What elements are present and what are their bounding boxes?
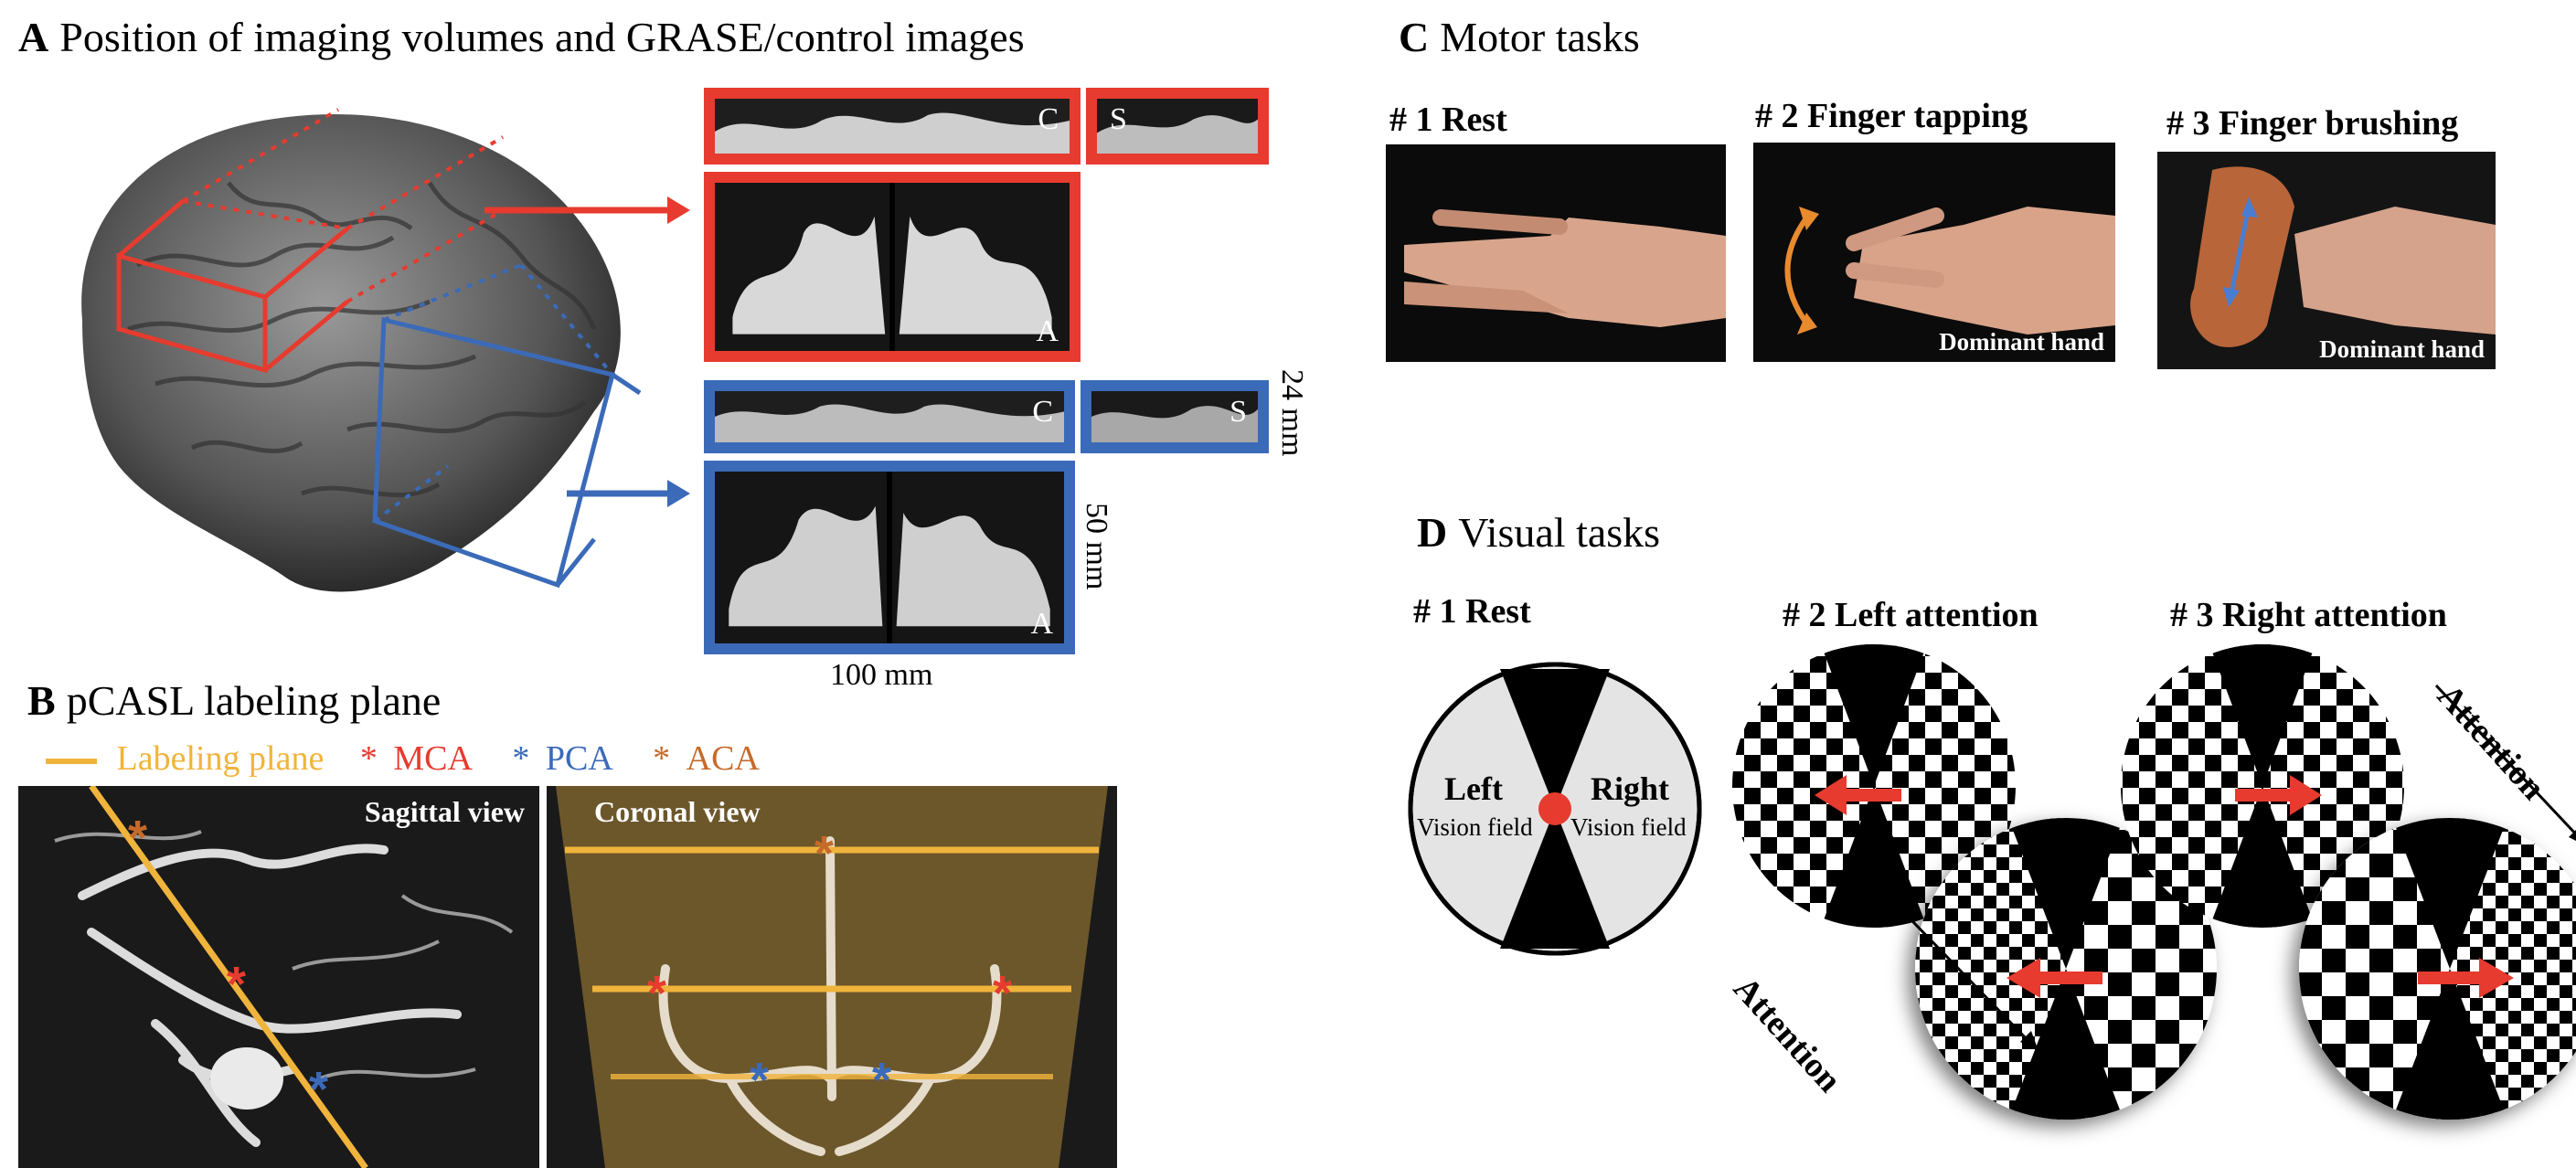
rest-left-label: Left: [1444, 770, 1503, 807]
panel-a-letter: A: [18, 14, 49, 60]
slice-letter-a-blue: A: [1030, 607, 1053, 641]
legend-aca-star: *: [653, 739, 671, 778]
panel-a-arrows: [484, 196, 690, 507]
legend-plane-swatch: [46, 759, 97, 765]
angio-sagittal: * * * Sagittal view: [18, 786, 539, 1168]
mri-blue-axial: A: [704, 461, 1075, 654]
svg-text:*: *: [750, 1053, 769, 1108]
legend-aca-label: ACA: [686, 739, 760, 778]
sagittal-view-label: Sagittal view: [364, 795, 525, 828]
visual-attention-stimuli: [1732, 644, 2576, 1120]
mri-red-coronal: C: [704, 88, 1080, 165]
slice-letter-c: C: [1038, 102, 1059, 136]
caption-dominant-hand-2: Dominant hand: [2319, 335, 2485, 363]
svg-text:*: *: [309, 1062, 328, 1117]
svg-text:*: *: [993, 966, 1012, 1021]
motor-task-3-label: # 3 Finger brushing: [2166, 104, 2459, 143]
photo-finger-tapping: Dominant hand: [1753, 143, 2115, 362]
panel-c-letter: C: [1399, 14, 1430, 60]
rest-right-label: Right: [1591, 770, 1670, 807]
photo-finger-brushing: Dominant hand: [2157, 152, 2496, 369]
legend-pca-label: PCA: [545, 739, 612, 778]
slice-letter-s: S: [1110, 102, 1127, 136]
svg-text:*: *: [227, 957, 246, 1012]
svg-text:*: *: [647, 966, 666, 1021]
mri-red-axial: A: [704, 172, 1080, 362]
mri-red-sagittal: S: [1086, 88, 1269, 165]
coronal-view-label: Coronal view: [594, 795, 761, 828]
dim-24mm: 24 mm: [1275, 369, 1309, 457]
legend-plane-label: Labeling plane: [116, 739, 325, 778]
panel-b-letter: B: [27, 677, 56, 724]
panel-c-title-text: Motor tasks: [1440, 14, 1640, 60]
panel-b-title-text: pCASL labeling plane: [66, 677, 442, 724]
motor-task-2-label: # 2 Finger tapping: [1755, 97, 2028, 135]
mri-blue-coronal: C: [704, 380, 1075, 453]
angio-coronal: * * * * * Coronal view: [547, 786, 1117, 1168]
legend-mca-star: *: [359, 739, 378, 778]
visual-task-1-label: # 1 Rest: [1413, 592, 1531, 631]
svg-text:*: *: [128, 811, 147, 865]
slice-letter-a: A: [1036, 314, 1059, 348]
dim-100mm: 100 mm: [830, 658, 933, 692]
brain-render: [81, 108, 642, 592]
panel-a-title-text: Position of imaging volumes and GRASE/co…: [59, 14, 1025, 60]
slice-letter-s-blue: S: [1229, 395, 1247, 429]
visual-rest-stimulus: [1408, 662, 1702, 956]
rest-left-vision-field: Vision field: [1417, 813, 1533, 841]
visual-task-3-label: # 3 Right attention: [2170, 596, 2447, 634]
visual-task-2-label: # 2 Left attention: [1783, 596, 2038, 634]
photo-rest: [1386, 144, 1726, 362]
caption-dominant-hand-1: Dominant hand: [1939, 328, 2104, 356]
panel-b-legend: Labeling plane * MCA * PCA * ACA: [46, 738, 760, 779]
panel-d-title-text: Visual tasks: [1458, 509, 1661, 556]
svg-text:*: *: [814, 826, 834, 881]
rest-right-vision-field: Vision field: [1570, 813, 1687, 841]
motor-task-1-label: # 1 Rest: [1389, 101, 1507, 139]
svg-text:*: *: [872, 1053, 891, 1108]
legend-mca-label: MCA: [393, 739, 471, 778]
mri-blue-sagittal: S: [1080, 380, 1269, 453]
dim-50mm: 50 mm: [1080, 503, 1113, 590]
legend-pca-star: *: [512, 739, 530, 778]
slice-letter-c-blue: C: [1032, 395, 1053, 429]
panel-d-letter: D: [1417, 509, 1448, 556]
